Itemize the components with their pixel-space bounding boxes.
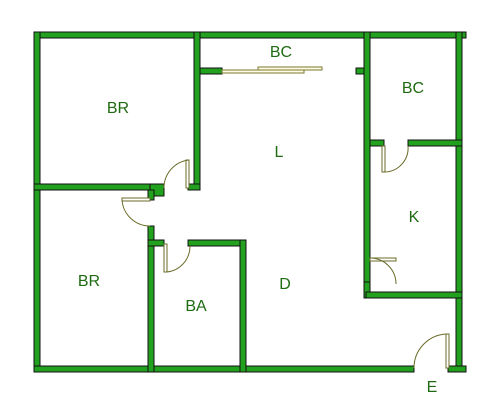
wall-bedroom-bottom-right-lower <box>147 225 155 373</box>
room-label-bedroom-top: BR <box>106 100 130 117</box>
room-label-balcony-top: BC <box>269 44 293 61</box>
room-label-entrance: E <box>426 379 438 396</box>
door-leaf <box>185 159 190 189</box>
door-bath[interactable] <box>163 243 191 273</box>
wall-balcony-right-bottom-right <box>407 139 463 147</box>
room-label-dining: D <box>279 276 291 293</box>
door-kitchen[interactable] <box>369 257 397 285</box>
door-balcony-right[interactable] <box>381 145 409 173</box>
wall-right-lower <box>455 295 463 373</box>
wall-top <box>33 31 467 39</box>
room-label-bedroom-bottom: BR <box>77 273 101 290</box>
wall-balcony-right-bottom-left <box>369 139 385 147</box>
wall-bath-right <box>239 239 247 373</box>
wall-kitchen-bottom <box>365 291 463 299</box>
door-bedroom-top[interactable] <box>163 159 190 189</box>
room-label-bath: BA <box>185 298 207 315</box>
wall-bedroom-top-bottom-left <box>33 183 151 191</box>
sliding-panel-right <box>257 66 323 71</box>
door-swing-arc <box>369 257 397 285</box>
door-leaf <box>121 197 151 202</box>
wall-bedroom-top-right <box>193 31 201 191</box>
door-swing-arc <box>166 245 191 273</box>
wall-bath-top-left <box>147 239 165 247</box>
wall-right-middle <box>455 143 463 297</box>
room-label-balcony-right: BC <box>401 80 425 97</box>
wall-balcony-top-left-stub <box>199 67 223 75</box>
door-leaf <box>381 145 386 173</box>
door-swing-arc <box>384 145 409 173</box>
wall-bedroom-top-bottom-right <box>187 183 201 191</box>
door-swing-arc <box>121 199 151 227</box>
room-label-living: L <box>274 144 284 161</box>
door-entrance[interactable] <box>413 333 450 369</box>
door-swing-arc <box>413 333 447 369</box>
outer-walls <box>33 31 467 373</box>
door-swing-arc <box>163 159 190 189</box>
wall-bottom <box>33 365 415 373</box>
room-label-kitchen: K <box>408 209 420 226</box>
door-leaf <box>163 243 168 273</box>
interior-walls <box>33 31 463 373</box>
wall-bedroom-bottom-right-upper <box>147 189 155 201</box>
sliding-door-balcony-top[interactable] <box>221 66 323 74</box>
wall-bottom-right-stub <box>447 365 467 373</box>
wall-left <box>33 31 41 373</box>
wall-right-upper <box>455 31 463 145</box>
door-leaf <box>445 333 450 369</box>
wall-bath-top-right <box>187 239 247 247</box>
door-bedroom-bottom[interactable] <box>121 197 151 227</box>
wall-right-column <box>363 31 371 287</box>
